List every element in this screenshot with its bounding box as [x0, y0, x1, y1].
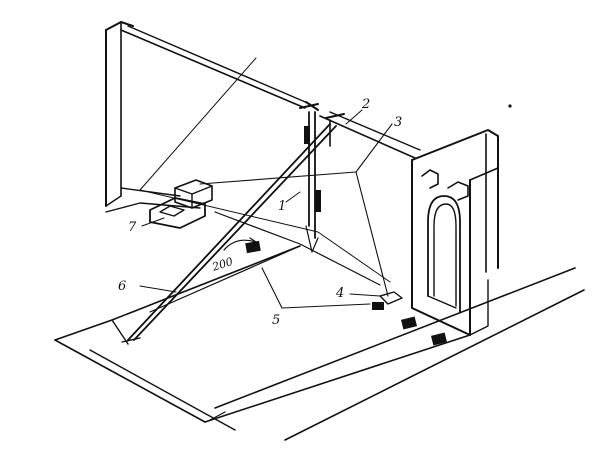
floor: [54, 245, 585, 441]
back-wall: [105, 21, 421, 286]
bracket-7: [149, 179, 213, 229]
dimension-label-200: 200: [210, 255, 235, 274]
sighting-rod: [121, 123, 337, 343]
label-5: 5: [272, 313, 280, 328]
label-4: 4: [335, 286, 344, 301]
sight-lines: [139, 57, 391, 283]
marker-blocks: [245, 240, 448, 346]
label-1: 1: [278, 199, 286, 214]
end-frame: [411, 129, 499, 336]
label-3: 3: [394, 115, 402, 130]
label-6: 6: [118, 279, 126, 294]
leader-lines: [139, 109, 393, 309]
label-2: 2: [361, 97, 370, 112]
label-7: 7: [128, 220, 137, 235]
dimension-200: [223, 237, 257, 251]
dot-mark: [508, 104, 512, 108]
